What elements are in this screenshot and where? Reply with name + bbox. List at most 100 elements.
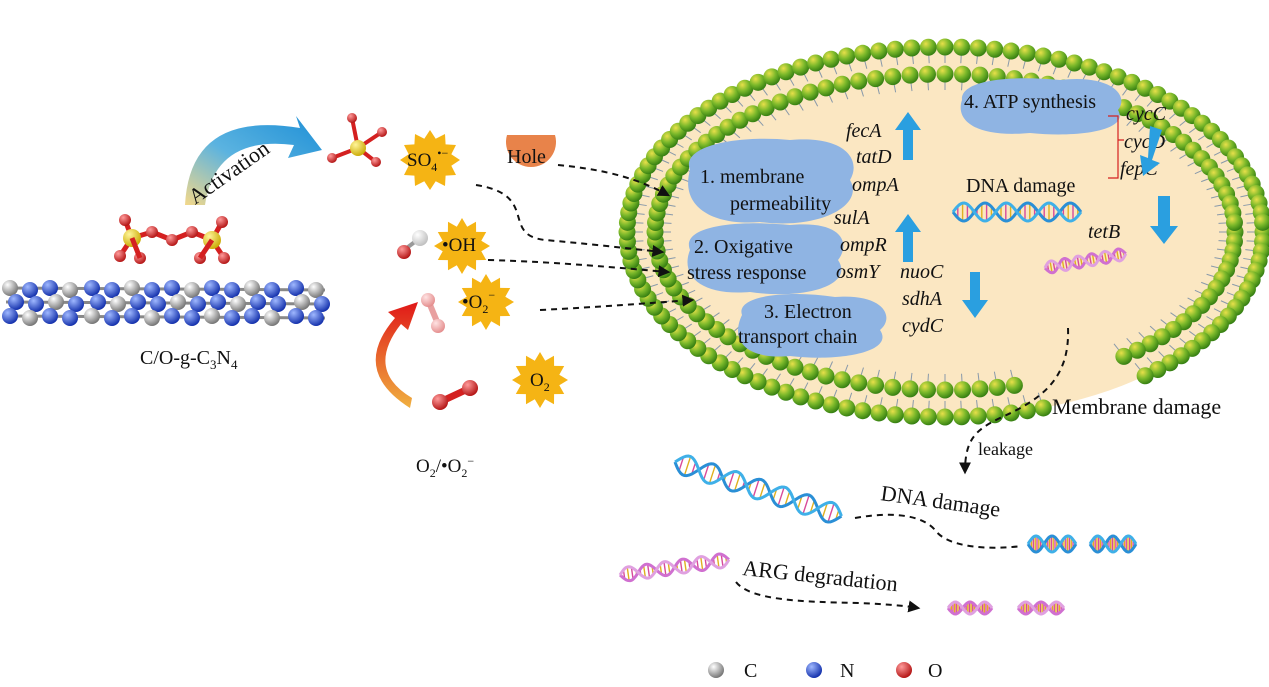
membrane-bead-outer [1018,402,1036,420]
membrane-damage-label: Membrane damage [1052,394,1221,419]
membrane-bead-inner [988,378,1006,396]
membrane-bead-outer [749,373,767,391]
reduction-arrow [375,302,418,408]
gene-sulA: sulA [834,207,870,229]
membrane-bead-inner [1225,213,1243,231]
gene-osmY: osmY [836,261,881,283]
membrane-bead-outer [1095,63,1113,81]
legend-carbon-swatch [708,662,724,678]
membrane-bead-outer [936,38,954,56]
membrane-bead-inner [884,68,902,86]
membrane-bead-outer [1136,79,1154,97]
dna-damage-inner-label: DNA damage [966,175,1076,197]
membrane-bead-inner [918,381,936,399]
pathway-1-line2: permeability [730,193,831,215]
membrane-bead-outer [1034,399,1052,417]
dna-fragment-2 [1088,534,1138,554]
membrane-bead-inner [801,363,819,381]
gene-tetB: tetB [1088,221,1120,243]
pathway-2-line1: 2. Oxigative [694,236,793,258]
membrane-bead-outer [1034,47,1052,65]
membrane-bead-inner [1128,341,1146,359]
membrane-bead-outer [969,39,987,57]
dna-damage-outer-label: DNA damage [879,480,1002,522]
arg-degradation-label: ARG degradation [741,555,899,596]
membrane-bead-inner [936,381,954,399]
up-arrow-2 [895,214,921,262]
gene-ompR: ompR [840,234,887,256]
membrane-bead-outer [903,39,921,57]
dna-outer-intact [673,454,843,524]
gene-nuoC: nuoC [900,261,944,283]
hole-label: Hole [507,146,546,168]
dash-arrow-dna [854,513,1023,549]
catalyst-sheet [2,280,330,326]
star-o2 [512,352,568,408]
gene-sdhA: sdhA [902,288,943,310]
membrane-bead-inner [817,79,835,97]
membrane-bead-inner [786,88,804,106]
membrane-bead-outer [792,388,810,406]
membrane-bead-outer [919,408,937,426]
membrane-bead-outer [903,407,921,425]
membrane-bead-inner [1005,376,1023,394]
hole-drop [505,135,556,167]
membrane-bead-outer [736,367,754,385]
membrane-bead-inner [954,65,972,83]
membrane-bead-outer [1002,404,1020,422]
catalyst-label: C/O-g-C3N4 [140,347,238,372]
membrane-bead-inner [901,66,919,84]
pathway-3-line2: transport chain [738,326,857,348]
pathway-box-3 [738,294,887,358]
gene-fecA: fecA [846,120,882,142]
membrane-bead-outer [854,402,872,420]
pathway-3-line1: 3. Electron [764,301,852,323]
arg-inner [1043,247,1128,275]
dash-arrow-so4 [475,184,665,257]
membrane-bead-outer [1149,360,1167,378]
up-arrow-1 [895,112,921,160]
membrane-bead-inner [850,72,868,90]
arg-fragment-1 [946,600,994,616]
down-arrow-4b [1150,196,1178,244]
membrane-bead-outer [1050,50,1068,68]
membrane-bead-inner [918,65,936,83]
legend-nitrogen-label: N [840,660,854,682]
membrane-bead-outer [870,404,888,422]
star-so4 [400,130,460,190]
pathway-box-2 [687,223,844,295]
membrane-bead-inner [936,65,954,83]
membrane-bead-inner [954,381,972,399]
membrane-bead-outer [1254,213,1269,231]
atom-legend: C N O [708,660,942,682]
membrane-bead-outer [886,406,904,424]
membrane-bead-inner [786,358,804,376]
membrane-bead-outer [777,63,795,81]
membrane-bead-inner [771,353,789,371]
pathway-2-line2: stress response [687,262,807,284]
membrane-bead-outer [763,68,781,86]
membrane-bead-outer [792,58,810,76]
membrane-bead-inner [971,66,989,84]
dash-arrow-o2rad [539,294,695,311]
membrane-bead-outer [838,47,856,65]
membrane-bead-inner [1115,347,1133,365]
sulfate-molecule [327,113,387,167]
persulfate-molecule [114,214,230,264]
membrane-bead-inner [731,111,749,129]
superoxide-molecule [421,293,445,333]
membrane-bead-outer [936,408,954,426]
membrane-bead-outer [1018,44,1036,62]
membrane-bead-outer [1080,58,1098,76]
membrane-bead-inner [971,380,989,398]
membrane-bead-outer [1065,54,1083,72]
dna-inner [951,201,1083,223]
membrane-bead-outer [953,408,971,426]
membrane-bead-inner [1128,105,1146,123]
o2-caption: O2/•O2− [416,454,474,480]
dash-arrow-oh [487,259,671,278]
membrane-bead-outer [763,378,781,396]
oxygen-molecule [432,380,478,410]
membrane-bead-outer [1109,68,1127,86]
